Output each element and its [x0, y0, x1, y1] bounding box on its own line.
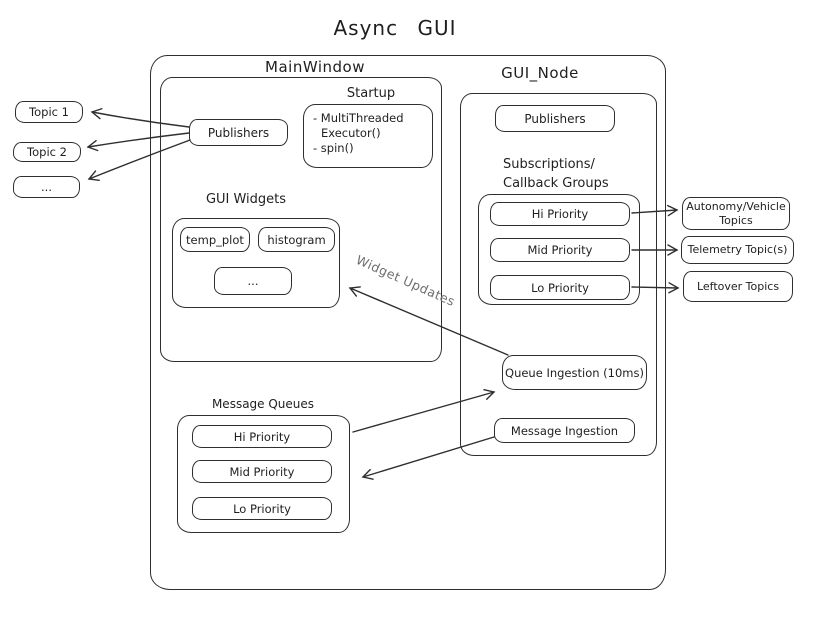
mainwindow-box — [160, 77, 442, 362]
mainwindow-publishers-box: Publishers — [189, 119, 288, 146]
gui-node-publishers-box: Publishers — [495, 105, 615, 132]
subscription-lo-priority-box: Lo Priority — [490, 275, 630, 300]
subscriptions-label: Subscriptions/ Callback Groups — [503, 155, 609, 193]
subscription-mid-priority-box: Mid Priority — [490, 238, 630, 262]
message-queues-label: Message Queues — [211, 397, 315, 411]
diagram-title: Async GUI — [333, 16, 457, 40]
startup-code-lines: - MultiThreaded Executor() - spin() — [313, 111, 431, 156]
topic-1-box: Topic 1 — [15, 101, 83, 123]
message-ingestion-box: Message Ingestion — [494, 418, 635, 443]
gui-node-label: GUI_Node — [501, 64, 579, 82]
queue-hi-priority-box: Hi Priority — [192, 425, 332, 448]
startup-line-executor: Executor() — [321, 126, 381, 140]
message-queues-group-box — [177, 415, 350, 533]
subscriptions-label-line2: Callback Groups — [503, 176, 609, 191]
leftover-topics-box: Leftover Topics — [683, 271, 793, 302]
gui-node-box — [460, 93, 657, 456]
topic-2-box: Topic 2 — [13, 142, 81, 162]
widget-ellipsis-box: ... — [214, 267, 292, 295]
subscription-hi-priority-box: Hi Priority — [490, 202, 630, 226]
mainwindow-label: MainWindow — [265, 58, 365, 76]
telemetry-topics-box: Telemetry Topic(s) — [681, 236, 794, 264]
gui-widgets-box — [172, 218, 340, 308]
gui-widgets-label: GUI Widgets — [205, 192, 287, 207]
startup-box — [303, 104, 433, 168]
autonomy-vehicle-topics-box: Autonomy/Vehicle Topics — [682, 197, 790, 230]
async-gui-container-box — [150, 55, 666, 590]
subscriptions-label-line1: Subscriptions/ — [503, 157, 595, 172]
queue-lo-priority-box: Lo Priority — [192, 497, 332, 520]
widget-temp-plot-box: temp_plot — [180, 227, 250, 252]
queue-ingestion-box: Queue Ingestion (10ms) — [502, 355, 647, 390]
startup-line-multithreaded: - MultiThreaded — [313, 111, 404, 125]
startup-label: Startup — [346, 86, 396, 101]
startup-line-spin: - spin() — [313, 141, 354, 155]
topic-ellipsis-box: ... — [13, 176, 80, 198]
queue-mid-priority-box: Mid Priority — [192, 460, 332, 483]
widget-histogram-box: histogram — [258, 227, 335, 252]
